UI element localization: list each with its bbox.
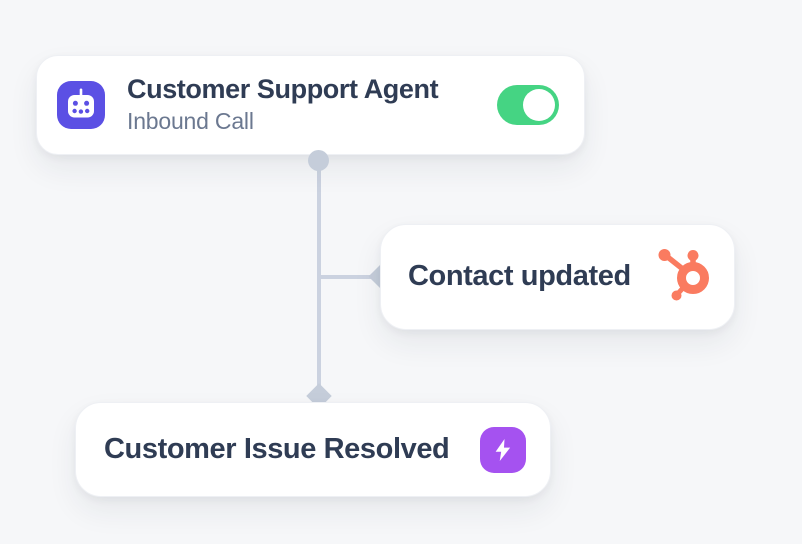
- agent-card-title: Customer Support Agent: [127, 74, 439, 105]
- agent-toggle[interactable]: [497, 85, 559, 125]
- agent-card-subtitle: Inbound Call: [127, 108, 254, 135]
- node-customer-support-agent[interactable]: Customer Support Agent Inbound Call: [36, 55, 585, 155]
- connector-start-port[interactable]: [308, 150, 329, 171]
- connector-branch-line: [319, 275, 381, 279]
- contact-card-title: Contact updated: [408, 260, 631, 293]
- agent-toggle-knob: [523, 89, 555, 121]
- robot-icon: [57, 81, 105, 129]
- hubspot-icon: [655, 249, 711, 305]
- agent-card-text: Customer Support Agent Inbound Call: [127, 74, 475, 136]
- node-customer-issue-resolved[interactable]: Customer Issue Resolved: [75, 402, 551, 497]
- node-contact-updated[interactable]: Contact updated: [380, 224, 735, 330]
- lightning-icon: [480, 426, 526, 473]
- resolved-card-title: Customer Issue Resolved: [104, 432, 450, 465]
